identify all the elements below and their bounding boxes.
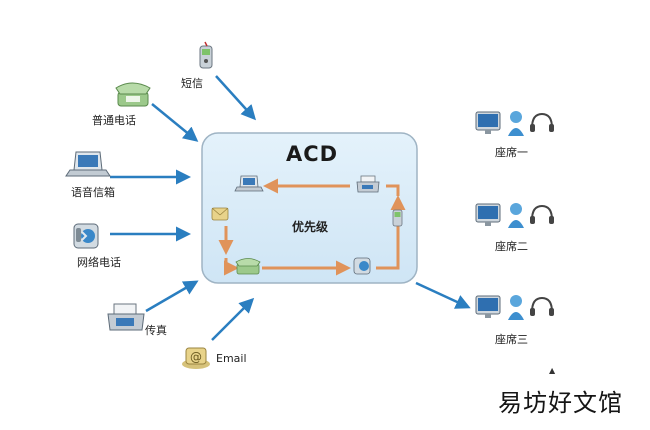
arrow-email: [211, 297, 255, 341]
laptop-icon: [65, 151, 111, 177]
inner-mobile-icon: [392, 209, 403, 227]
monitor-icon: [475, 203, 501, 226]
person-icon: [508, 295, 524, 320]
acd-box: [201, 132, 418, 284]
headset-icon: [530, 112, 554, 132]
arrow-sms: [215, 75, 257, 121]
svg-text:@: @: [190, 350, 202, 364]
person-icon: [508, 111, 524, 136]
headset-icon: [530, 296, 554, 316]
agent-3-icons: [475, 295, 554, 320]
decorative-dot: ▲: [549, 366, 556, 375]
priority-loop: [218, 178, 406, 276]
inner-laptop-icon: [234, 175, 264, 192]
inner-network-phone-icon: [353, 257, 371, 275]
agent-1-icons: [475, 111, 554, 136]
arrow-phone: [151, 103, 199, 142]
loop-arrow-top-right: [386, 184, 400, 196]
arrow-fax: [145, 280, 199, 313]
watermark: 易坊好文馆: [498, 389, 623, 417]
person-icon: [508, 203, 524, 228]
mobile-phone-icon: [199, 41, 213, 69]
monitor-icon: [475, 111, 501, 134]
inner-phone-icon: [235, 258, 261, 275]
loop-arrow-bottom-left: [224, 258, 239, 276]
priority-label: 优先级: [291, 220, 328, 234]
network-phone-icon: [73, 223, 99, 249]
label-phone: 普通电话: [92, 114, 136, 127]
label-net-phone: 网络电话: [77, 256, 121, 269]
label-agent-2: 座席二: [495, 240, 528, 253]
label-voicemail: 语音信箱: [71, 186, 115, 199]
fax-icon: [107, 303, 145, 331]
email-icon: @: [182, 347, 210, 369]
headset-icon: [530, 204, 554, 224]
inner-fax-icon: [356, 175, 380, 193]
arrow-to-agent-3: [415, 281, 471, 309]
label-sms: 短信: [181, 77, 203, 90]
monitor-icon: [475, 295, 501, 318]
agent-2-icons: [475, 203, 554, 228]
telephone-icon: [115, 82, 151, 107]
label-email: Email: [216, 352, 247, 365]
loop-arrow-bottom-right: [376, 262, 400, 270]
label-fax: 传真: [145, 324, 167, 337]
inner-email-icon: [211, 207, 229, 221]
label-agent-1: 座席一: [495, 146, 528, 159]
acd-title: ACD: [285, 142, 339, 166]
label-agent-3: 座席三: [495, 333, 528, 346]
